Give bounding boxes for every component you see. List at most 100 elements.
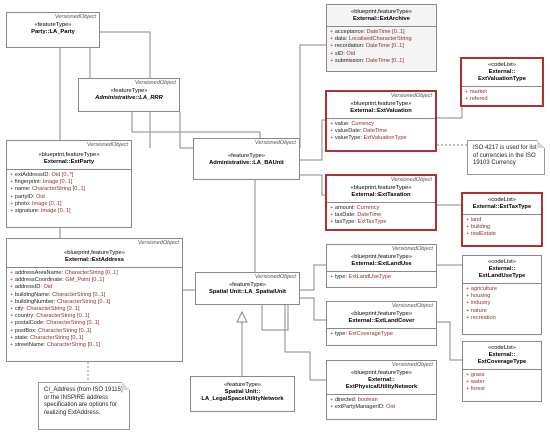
- attribute-name: valueDate:: [334, 128, 362, 135]
- attribute-type: DateTime [0..1]: [366, 29, 405, 35]
- attribute-type: Image [0..1]: [31, 200, 62, 207]
- attribute-list: + acceptance: DateTime [0..1]+ data: Loc…: [327, 26, 436, 67]
- visibility-marker: +: [466, 379, 471, 386]
- visibility-marker: +: [330, 50, 335, 57]
- code-value-row: + refered: [465, 96, 539, 103]
- class-ext-party[interactable]: VersionedObject «blueprint,featureType» …: [6, 140, 132, 228]
- stereotype-label: «blueprint,featureType»: [64, 250, 125, 256]
- attribute-name: type:: [334, 331, 347, 337]
- versioned-object-label: VersionedObject: [137, 240, 179, 246]
- class-la-party[interactable]: VersionedObject «featureType» Party::LA_…: [6, 12, 100, 48]
- attribute-type: Oid: [35, 193, 45, 200]
- codelist-ext-coverage-type[interactable]: «codeList» External:: ExtCoverageType + …: [462, 341, 542, 402]
- attribute-type: CharacterString [0..1]: [26, 306, 80, 313]
- code-value: water: [470, 379, 485, 386]
- visibility-marker: +: [10, 277, 15, 284]
- class-ext-archive[interactable]: «blueprint,featureType» External::ExtArc…: [326, 4, 437, 72]
- versioned-object-label: VersionedObject: [134, 80, 176, 86]
- attribute-name: amount:: [334, 205, 356, 211]
- class-name-package: External::: [368, 377, 395, 383]
- codelist-ext-landuse-type[interactable]: «codeList» External:: ExtLandUseType + a…: [462, 255, 542, 335]
- class-la-spatialunit[interactable]: VersionedObject «featureType» Spatial Un…: [195, 272, 300, 305]
- attribute-name: streetName:: [14, 342, 46, 349]
- code-value: housing: [470, 293, 491, 300]
- class-ext-physical-utility-network[interactable]: VersionedObject «blueprint,featureType» …: [326, 360, 437, 420]
- codelist-ext-valuation-type[interactable]: «codeList» External:: ExtValuationType +…: [460, 57, 544, 107]
- attribute-name: type:: [334, 274, 347, 280]
- stereotype-label: «codeList»: [487, 62, 517, 68]
- class-la-baunit[interactable]: VersionedObject «featureType» Administra…: [193, 138, 300, 180]
- visibility-marker: +: [10, 208, 15, 215]
- attribute-name: state:: [14, 334, 29, 341]
- code-list-values: + market+ refered: [462, 86, 542, 105]
- visibility-marker: +: [330, 205, 335, 211]
- attribute-row: + buildingName: CharacterString [0..1]: [10, 292, 179, 299]
- class-header: «featureType» Spatial Unit:: LA_LegalSpa…: [191, 377, 294, 406]
- attribute-name: acceptance:: [334, 29, 365, 35]
- versioned-object-label: VersionedObject: [391, 362, 433, 368]
- codelist-ext-tax-type[interactable]: «codeList» External::ExtTaxType + land+ …: [461, 192, 543, 247]
- attribute-type: GM_Point [0..1]: [65, 277, 105, 284]
- stereotype-label: «featureType»: [34, 22, 72, 28]
- class-la-rrr[interactable]: VersionedObject «featureType» Administra…: [78, 78, 180, 112]
- versioned-object-label: VersionedObject: [390, 93, 432, 99]
- class-name: Administrative::LA_RRR: [95, 95, 163, 101]
- attribute-row: + type: ExtCoverageType: [330, 331, 433, 338]
- attribute-type: Oid [0..*]: [51, 172, 74, 178]
- code-value-row: + recreation: [466, 315, 538, 322]
- attribute-type: CharacterString [0..1]: [31, 186, 86, 193]
- attribute-type: LocalisedCharacterString: [348, 36, 412, 43]
- attribute-type: Oid: [43, 284, 53, 291]
- visibility-marker: +: [10, 320, 15, 327]
- class-header: «featureType» Party::LA_Party: [7, 13, 99, 39]
- attribute-row: + addressAreaName: CharacterString [0..1…: [10, 270, 179, 277]
- code-value: nature: [470, 307, 487, 314]
- code-value: forest: [470, 386, 485, 393]
- class-ext-landcover[interactable]: VersionedObject «blueprint,featureType» …: [326, 301, 437, 346]
- attribute-type: ExtLandUseType: [348, 274, 392, 280]
- class-ext-valuation[interactable]: VersionedObject «blueprint,featureType» …: [325, 90, 437, 152]
- attribute-row: + valueType: ExtValuationType: [330, 135, 432, 142]
- visibility-marker: +: [330, 57, 335, 64]
- visibility-marker: +: [330, 121, 335, 127]
- attribute-list: + amount: Currency+ taxDate: DateTime+ t…: [327, 202, 435, 229]
- class-name: External::ExtValuation: [350, 108, 412, 114]
- attribute-row: + city: CharacterString [0..1]: [10, 306, 179, 313]
- visibility-marker: +: [466, 286, 471, 292]
- code-value-row: + grass: [466, 372, 538, 379]
- versioned-object-label: VersionedObject: [54, 14, 96, 20]
- visibility-marker: +: [330, 219, 335, 226]
- visibility-marker: +: [330, 404, 335, 411]
- versioned-object-label: VersionedObject: [86, 142, 128, 148]
- class-la-legalspaceutilitynetwork[interactable]: «featureType» Spatial Unit:: LA_LegalSpa…: [190, 376, 295, 412]
- class-header: «codeList» External:: ExtValuationType: [462, 59, 542, 86]
- code-value: recreation: [470, 314, 496, 321]
- class-ext-taxation[interactable]: VersionedObject «blueprint,featureType» …: [325, 174, 437, 231]
- attribute-row: + signature: Image [0..1]: [10, 208, 128, 215]
- class-name: ExtLandUseType: [478, 273, 526, 279]
- attribute-row: + amount: Currency: [330, 205, 432, 212]
- class-ext-address[interactable]: VersionedObject «blueprint,featureType» …: [6, 238, 183, 362]
- class-header: «codeList» External:: ExtCoverageType: [463, 342, 541, 369]
- attribute-row: + sID: Oid: [330, 51, 433, 58]
- code-value-row: + water: [466, 379, 538, 386]
- class-name: Spatial Unit::LA_SpatialUnit: [209, 289, 286, 295]
- visibility-marker: +: [330, 29, 335, 35]
- class-name: External::ExtTaxation: [351, 192, 411, 198]
- attribute-row: + fingerprint: Image [0..1]: [10, 179, 128, 186]
- note-text: ISO 4217 is used for list of currencies …: [473, 145, 537, 167]
- attribute-type: DateTime: [363, 128, 388, 135]
- visibility-marker: +: [10, 342, 15, 349]
- attribute-name: postalCode:: [14, 320, 45, 327]
- visibility-marker: +: [10, 291, 15, 298]
- attribute-list: + type: ExtCoverageType: [327, 328, 436, 340]
- class-ext-landuse[interactable]: VersionedObject «blueprint,featureType» …: [326, 244, 437, 288]
- attribute-row: + country: CharacterString [0..1]: [10, 313, 179, 320]
- code-value: market: [469, 89, 487, 95]
- visibility-marker: +: [10, 327, 15, 334]
- code-value: land: [470, 217, 482, 223]
- code-value-row: + realEstate: [466, 231, 538, 238]
- code-value-row: + nature: [466, 308, 538, 315]
- visibility-marker: +: [330, 43, 335, 50]
